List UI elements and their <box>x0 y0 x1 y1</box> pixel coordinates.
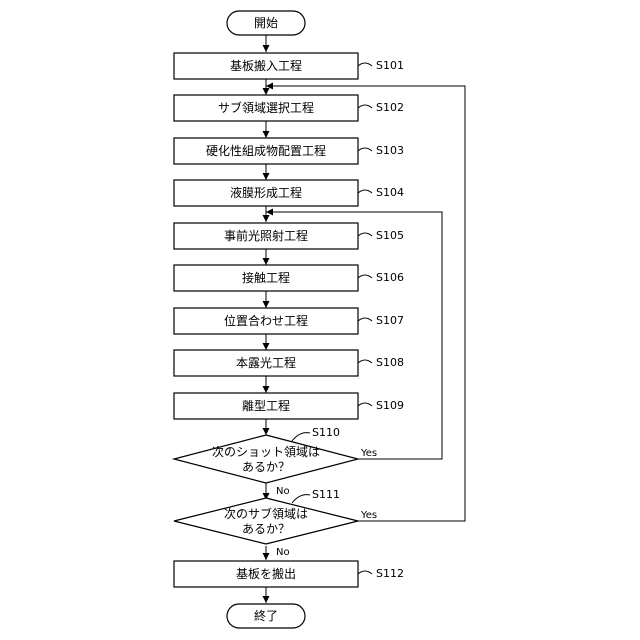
step-ref: S107 <box>376 314 404 327</box>
no-label: No <box>276 486 290 497</box>
end-label: 終了 <box>254 608 278 623</box>
start-terminator: 開始 <box>227 11 305 35</box>
step-label: サブ領域選択工程 <box>218 100 314 115</box>
no-label: No <box>276 547 290 558</box>
step-label: 基板搬入工程 <box>230 58 302 73</box>
step-ref: S106 <box>376 271 404 284</box>
step-s108: 本露光工程 S108 <box>174 350 404 376</box>
step-ref: S112 <box>376 567 404 580</box>
decision-line2: あるか？ <box>242 460 290 474</box>
step-label: 本露光工程 <box>236 355 296 370</box>
decision-ref: S110 <box>312 426 340 439</box>
decision-s110: 次のショット領域は あるか？ S110 Yes No <box>174 426 377 497</box>
step-ref: S104 <box>376 186 404 199</box>
step-ref: S102 <box>376 101 404 114</box>
end-terminator: 終了 <box>227 604 305 628</box>
step-s101: 基板搬入工程 S101 <box>174 53 404 79</box>
decision-s111: 次のサブ領域は あるか？ S111 Yes No <box>174 488 377 558</box>
step-ref: S108 <box>376 356 404 369</box>
step-ref: S101 <box>376 59 404 72</box>
step-ref: S109 <box>376 399 404 412</box>
yes-label: Yes <box>360 448 377 459</box>
step-label: 硬化性組成物配置工程 <box>206 143 326 158</box>
decision-line1: 次のサブ領域は <box>224 506 308 521</box>
start-label: 開始 <box>254 16 278 30</box>
step-s103: 硬化性組成物配置工程 S103 <box>174 138 404 164</box>
decision-ref: S111 <box>312 488 340 501</box>
step-ref: S103 <box>376 144 404 157</box>
step-label: 事前光照射工程 <box>224 228 308 243</box>
step-label: 位置合わせ工程 <box>224 313 308 328</box>
step-s109: 離型工程 S109 <box>174 393 404 419</box>
step-s107: 位置合わせ工程 S107 <box>174 308 404 334</box>
step-label: 液膜形成工程 <box>230 185 302 200</box>
step-label: 接触工程 <box>242 270 290 285</box>
step-s104: 液膜形成工程 S104 <box>174 180 404 206</box>
yes-label: Yes <box>360 510 377 521</box>
decision-line2: あるか？ <box>242 522 290 536</box>
step-s106: 接触工程 S106 <box>174 265 404 291</box>
step-s112: 基板を搬出 S112 <box>174 561 404 587</box>
step-ref: S105 <box>376 229 404 242</box>
step-s102: サブ領域選択工程 S102 <box>174 95 404 121</box>
step-s105: 事前光照射工程 S105 <box>174 223 404 249</box>
decision-line1: 次のショット領域は <box>212 444 320 459</box>
step-label: 離型工程 <box>242 398 290 413</box>
step-label: 基板を搬出 <box>236 566 296 581</box>
